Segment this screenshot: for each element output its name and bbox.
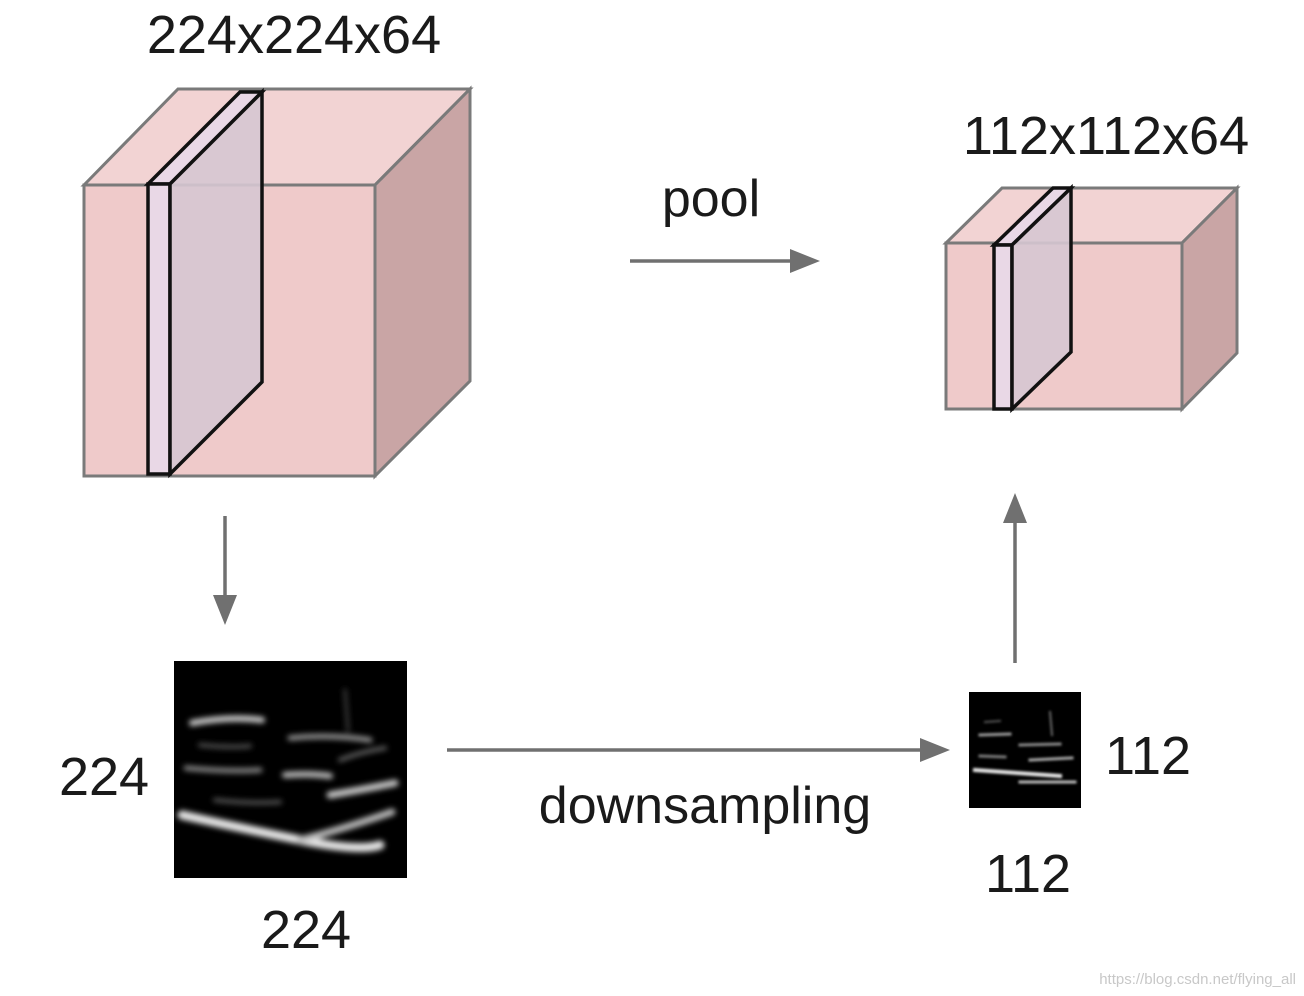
downsampling-arrow-head (920, 738, 950, 762)
input-width-label: 224 (261, 900, 351, 960)
output-feature-map-bg (969, 692, 1081, 808)
input-slice-face (168, 87, 264, 479)
output-volume-cube (942, 183, 1241, 414)
input-height-label: 224 (59, 747, 149, 807)
input-depth-slice (143, 87, 267, 479)
slice-down-arrow-head (213, 595, 237, 625)
input-volume-label: 224x224x64 (147, 5, 441, 65)
downsampling-label: downsampling (539, 777, 871, 835)
output-volume-label: 112x112x64 (963, 106, 1249, 166)
slice-up-arrow (1003, 493, 1027, 663)
pool-arrow (630, 249, 820, 273)
output-slice-front (992, 243, 1014, 411)
output-width-label: 112 (985, 844, 1071, 904)
output-depth-slice (989, 183, 1076, 414)
pool-label: pool (662, 170, 760, 228)
input-slice-front (146, 182, 172, 476)
slice-up-arrow-head (1003, 493, 1027, 523)
downsampling-arrow (447, 738, 950, 762)
output-slice-face (1010, 183, 1073, 414)
watermark-url: https://blog.csdn.net/flying_all (1099, 971, 1296, 988)
output-feature-map (969, 692, 1081, 808)
input-feature-map (174, 661, 407, 878)
output-height-label: 112 (1105, 726, 1191, 786)
slice-down-arrow (213, 516, 237, 625)
input-volume-cube (80, 85, 474, 480)
pool-arrow-head (790, 249, 820, 273)
